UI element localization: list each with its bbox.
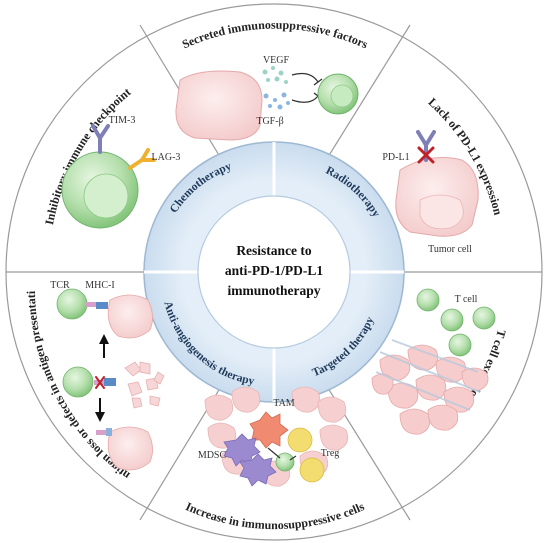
tgfb-label: TGF-β — [256, 116, 283, 127]
treg-cell-1 — [287, 427, 313, 453]
immunosuppressive-cells-illustration: TAM MDSC Treg — [198, 386, 349, 487]
arrow-up-icon — [99, 334, 109, 358]
tcr-label: TCR — [50, 280, 70, 291]
t-cell-small — [275, 452, 295, 472]
tumor-cell-label: Tumor cell — [428, 244, 472, 255]
pdl1-label: PD-L1 — [382, 152, 409, 163]
t-cell-middle — [62, 366, 94, 398]
tam-cell — [249, 411, 289, 449]
inhibit-arrow-vegf — [291, 72, 319, 83]
t-cell-top — [56, 288, 88, 320]
inhibitory-checkpoint-illustration: TIM-3 LAG-3 — [61, 115, 181, 229]
secreted-factors-illustration: VEGF TGF-β — [175, 55, 359, 141]
arrow-down-icon — [95, 398, 105, 422]
center-disk — [197, 195, 351, 349]
inhibit-x-icon — [95, 376, 105, 389]
mhc1-label: MHC-I — [85, 280, 114, 291]
mdsc-label: MDSC — [198, 450, 227, 461]
t-cell-label: T cell — [455, 294, 478, 305]
tumor-cell-bottom — [107, 426, 153, 471]
inner-ring-dividers — [144, 142, 404, 402]
pdl1-receptor — [416, 130, 436, 162]
vegf-label: VEGF — [263, 55, 290, 66]
dying-tumor-cell — [124, 361, 165, 409]
pdl1-illustration: PD-L1 Tumor cell — [382, 130, 479, 255]
tumor-cell — [175, 70, 263, 141]
treg-label: Treg — [321, 448, 340, 459]
tumor-cell-top — [107, 294, 153, 339]
tcell-exclusion-illustration: T cell — [371, 288, 496, 435]
vegf-dots — [262, 66, 288, 84]
mdsc-cell-2 — [239, 453, 277, 487]
collagen-fibers — [375, 339, 481, 411]
center-title-line3: immunotherapy — [227, 283, 320, 298]
tim3-receptor — [91, 124, 110, 154]
treg-cell-2 — [299, 457, 325, 483]
t-cells-group — [416, 288, 496, 357]
tam-label: TAM — [273, 398, 295, 409]
center-title-line1: Resistance to — [236, 243, 312, 258]
inhibit-x-icon — [417, 146, 435, 164]
lag3-receptor — [128, 148, 156, 170]
inhibit-arrow-tgfb — [291, 95, 319, 103]
tgfb-dots — [263, 92, 290, 110]
lag3-label: LAG-3 — [152, 152, 181, 163]
tim3-label: TIM-3 — [109, 115, 136, 126]
antigen-loss-illustration: TCR MHC-I — [50, 280, 165, 471]
center-title-line2: anti-PD-1/PD-L1 — [225, 263, 323, 278]
